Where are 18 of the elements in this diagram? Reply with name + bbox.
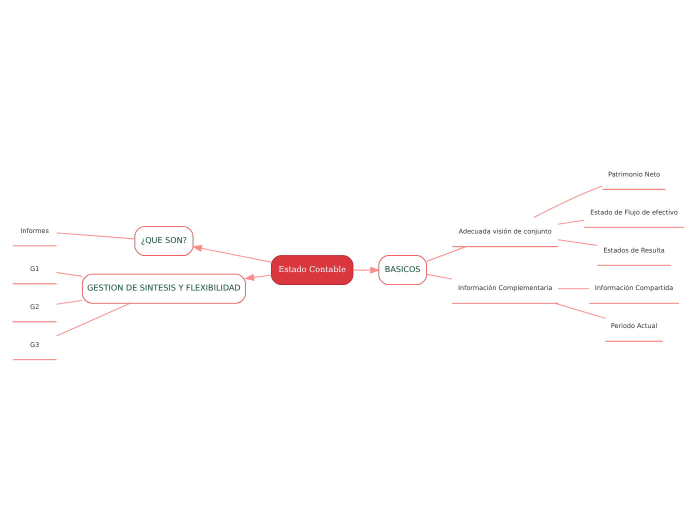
node-box: GESTION DE SINTESIS Y FLEXIBILIDAD (82, 274, 246, 304)
arrow (352, 266, 380, 274)
connector (558, 239, 598, 246)
node-box: ¿QUE SON? (134, 226, 194, 256)
connector (56, 300, 83, 305)
connector (558, 288, 590, 290)
node-box: Estado Contable (270, 255, 354, 286)
arrow (192, 244, 272, 263)
node-box: BASICOS (378, 255, 427, 286)
connector (558, 220, 584, 225)
connector (554, 302, 606, 319)
connector (56, 302, 131, 336)
connector (56, 232, 136, 240)
connector (56, 272, 83, 277)
connector (426, 274, 453, 280)
connector (426, 246, 466, 262)
arrow (244, 274, 272, 281)
connector (533, 185, 603, 218)
